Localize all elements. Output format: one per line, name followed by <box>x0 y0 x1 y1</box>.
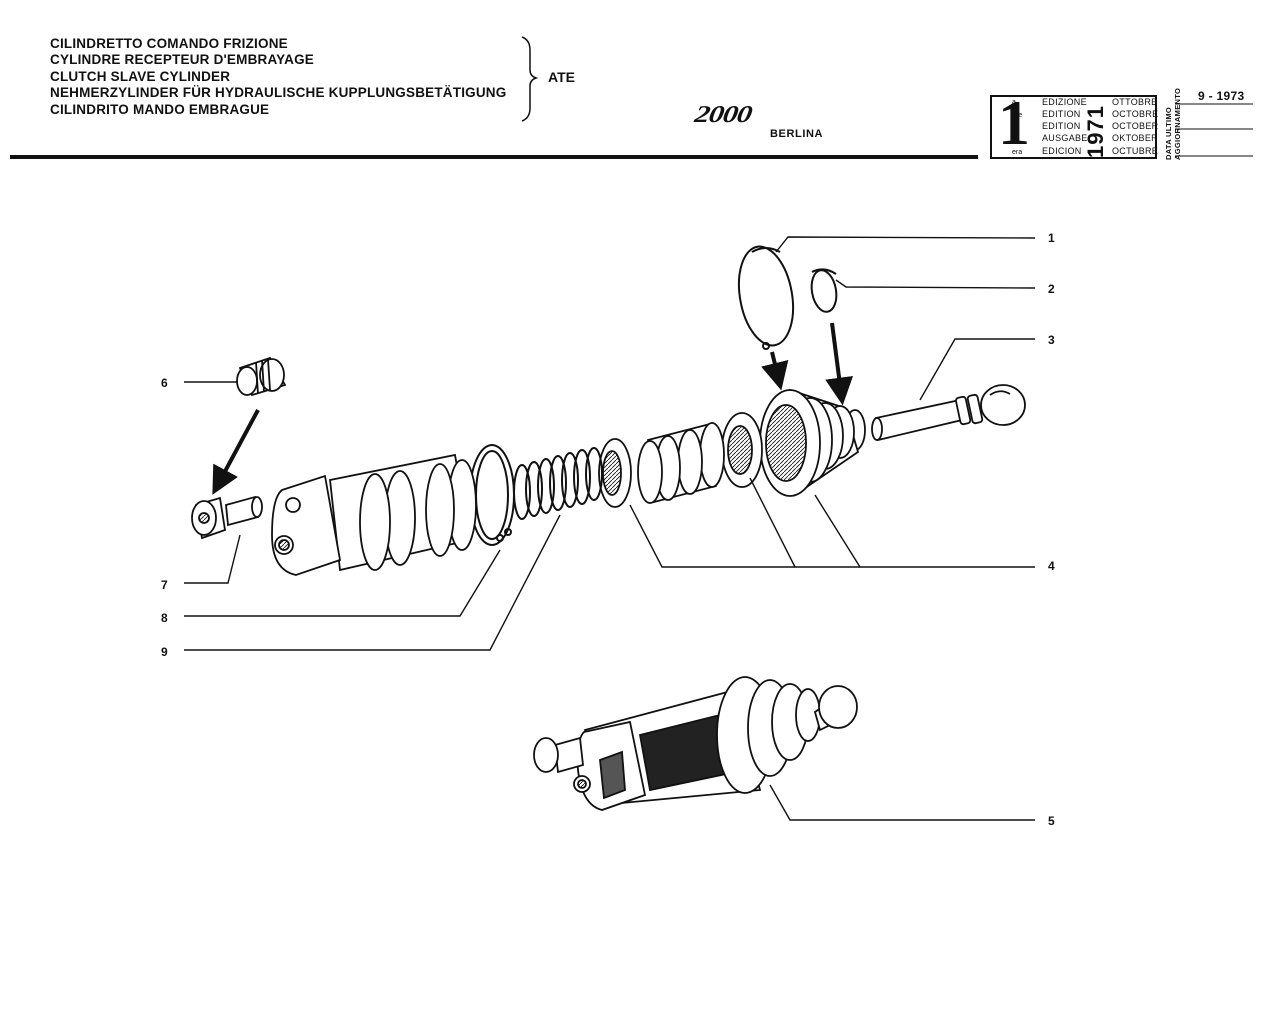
title-spanish: CILINDRITO MANDO EMBRAGUE <box>50 101 270 117</box>
edition-month: OCTUBRE <box>1112 146 1159 156</box>
callout-8: 8 <box>161 611 168 625</box>
leader-lines <box>184 236 1036 821</box>
title-english: CLUTCH SLAVE CYLINDER <box>50 68 231 84</box>
part-2-wire-clip <box>810 268 838 313</box>
part-4-piston <box>637 422 725 504</box>
edition-label: AUSGABE <box>1042 133 1088 143</box>
part-3-push-rod <box>871 384 1026 442</box>
callout-6: 6 <box>161 376 168 390</box>
edition-month: OCTOBER <box>1112 121 1159 131</box>
assembly-arrow <box>212 409 260 495</box>
edition-label: EDIZIONE <box>1042 97 1087 107</box>
part-6-bleed-cap <box>236 356 287 397</box>
title-brace <box>521 36 539 122</box>
part-8-circlip <box>469 444 515 546</box>
edition-number: 1 <box>998 87 1030 158</box>
edition-label: EDITION <box>1042 109 1081 119</box>
edition-suffix: st <box>1012 124 1018 131</box>
edition-suffix: era <box>1012 149 1023 156</box>
edition-suffix: a <box>1012 99 1016 106</box>
title-german: NEHMERZYLINDER FÜR HYDRAULISCHE KUPPLUNG… <box>50 85 507 101</box>
cylinder-body <box>271 453 477 576</box>
title-french: CYLINDRE RECEPTEUR D'EMBRAYAGE <box>50 52 315 68</box>
part-7-bleed-screw <box>191 495 263 540</box>
part-1-wire-clip <box>737 245 795 350</box>
title-italian: CILINDRETTO COMANDO FRIZIONE <box>50 36 288 51</box>
model-subtitle: BERLINA <box>770 128 824 140</box>
manufacturer-label: ATE <box>548 69 575 85</box>
last-update-date: 9 - 1973 <box>1198 89 1245 103</box>
part-4-cup-seal <box>598 438 632 508</box>
assembly-arrow <box>825 322 853 406</box>
header-rule <box>10 155 978 159</box>
edition-label: EDITION <box>1042 121 1081 131</box>
callout-4: 4 <box>1048 559 1055 573</box>
edition-month: OKTOBER <box>1112 133 1158 143</box>
callout-5: 5 <box>1048 814 1055 828</box>
edition-suffix: ere <box>1012 112 1023 119</box>
callout-9: 9 <box>161 645 168 659</box>
callout-3: 3 <box>1048 333 1055 347</box>
edition-month: OCTOBRE <box>1112 109 1159 119</box>
edition-label: EDICION <box>1042 146 1082 156</box>
edition-suffix: . <box>1012 136 1014 143</box>
part-4-piston-seal <box>721 412 763 488</box>
edition-box <box>990 95 1157 159</box>
title-block: CILINDRETTO COMANDO FRIZIONE CYLINDRE RE… <box>50 36 506 118</box>
callout-1: 1 <box>1048 231 1055 245</box>
edition-month: OTTOBRE <box>1112 97 1158 107</box>
callout-7: 7 <box>161 578 168 592</box>
part-4-rubber-boot <box>759 388 866 497</box>
part-9-spring <box>513 447 603 520</box>
callout-2: 2 <box>1048 282 1055 296</box>
assembly-arrow <box>761 351 789 391</box>
part-5-assembled-cylinder <box>533 676 858 811</box>
